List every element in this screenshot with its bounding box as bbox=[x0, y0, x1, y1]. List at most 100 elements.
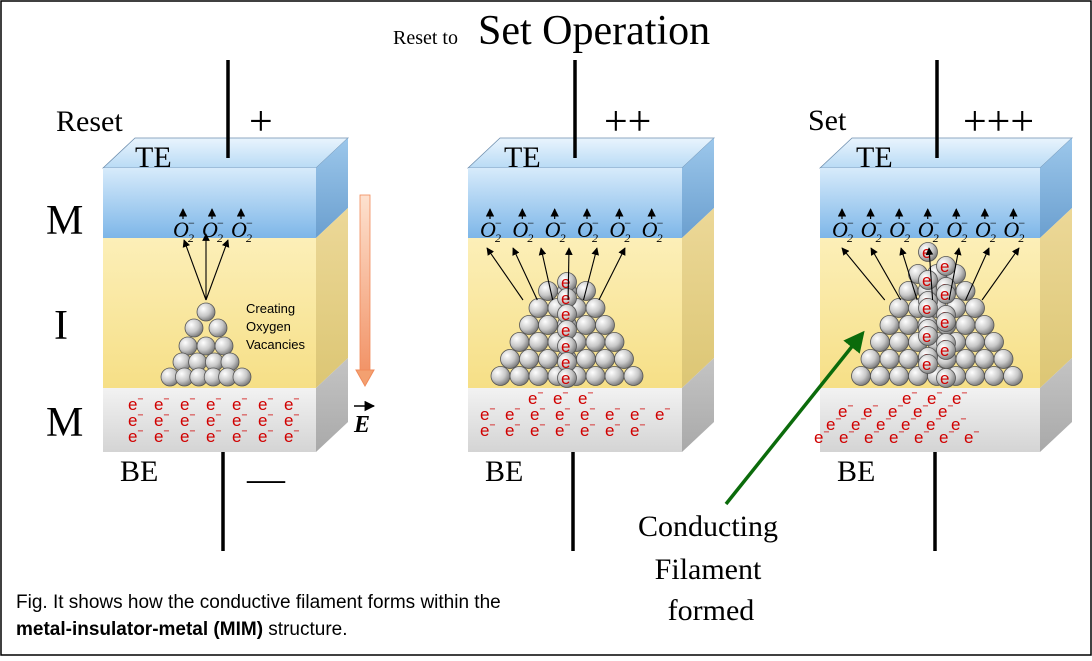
filament-ball bbox=[918, 326, 938, 346]
oxygen-ion: O bbox=[975, 217, 991, 242]
electron-charge: − bbox=[835, 413, 841, 425]
electron: e bbox=[876, 415, 885, 434]
electron-charge: − bbox=[189, 425, 195, 437]
electron: e bbox=[555, 421, 564, 440]
callout-line-2: Filament bbox=[655, 553, 762, 586]
oxygen-vacancy bbox=[898, 281, 919, 301]
oxygen-ion-charge: − bbox=[217, 216, 224, 230]
oxygen-ion-charge: − bbox=[657, 216, 664, 230]
electron: e bbox=[180, 395, 189, 414]
electron: e bbox=[505, 405, 514, 424]
ion-drift-arrow bbox=[925, 247, 934, 301]
electron: e bbox=[902, 389, 911, 408]
oxygen-vacancy bbox=[528, 332, 549, 352]
oxygen-vacancy bbox=[519, 349, 539, 369]
oxygen-vacancy bbox=[490, 366, 511, 386]
insulator-side bbox=[316, 208, 348, 388]
electron-charge: − bbox=[948, 426, 954, 438]
oxygen-vacancy bbox=[538, 315, 558, 335]
oxygen-vacancy bbox=[974, 315, 995, 335]
electron: e bbox=[838, 402, 847, 421]
electron-charge: − bbox=[489, 403, 495, 415]
oxygen-vacancy bbox=[851, 366, 871, 386]
filament-ball bbox=[918, 270, 938, 290]
electron: e bbox=[888, 402, 897, 421]
filament-electron: e bbox=[561, 273, 570, 292]
oxygen-ion-charge: − bbox=[847, 216, 854, 230]
electron-charge: − bbox=[163, 409, 169, 421]
electron: e bbox=[258, 411, 267, 430]
electron-charge: − bbox=[189, 393, 195, 405]
oxygen-vacancy bbox=[184, 318, 204, 338]
top-electrode-side bbox=[316, 138, 348, 238]
oxygen-vacancy bbox=[232, 367, 252, 387]
filament-ball bbox=[936, 312, 956, 332]
electron: e bbox=[232, 427, 241, 446]
ion-drift-arrow bbox=[565, 247, 573, 301]
oxygen-ion-subscript: 2 bbox=[188, 231, 194, 245]
oxygen-vacancy bbox=[879, 349, 900, 369]
bottom-electrode-label: BE bbox=[837, 455, 875, 488]
top-electrode-label: TE bbox=[135, 141, 172, 174]
top-electrode-label: TE bbox=[856, 141, 893, 174]
ion-drift-arrow bbox=[870, 247, 902, 301]
oxygen-vacancy bbox=[178, 336, 198, 356]
oxygen-ion-subscript: 2 bbox=[624, 231, 630, 245]
electron: e bbox=[939, 428, 948, 447]
vacancy-note-line: Oxygen bbox=[246, 319, 291, 334]
oxygen-vacancy bbox=[965, 366, 985, 386]
electron: e bbox=[578, 389, 587, 408]
filament-ball bbox=[918, 354, 938, 374]
electron: e bbox=[630, 421, 639, 440]
oxygen-vacancy bbox=[214, 336, 234, 356]
ion-drift-arrow bbox=[948, 247, 962, 301]
electron-charge: − bbox=[936, 387, 942, 399]
filament-electron: e bbox=[922, 355, 931, 374]
electron-charge: − bbox=[489, 419, 495, 431]
row-label-top-metal: M bbox=[46, 198, 83, 244]
oxygen-vacancy bbox=[870, 332, 890, 352]
oxygen-ion: O bbox=[832, 217, 848, 242]
top-electrode-label: TE bbox=[504, 141, 541, 174]
vacancy-note-line: Vacancies bbox=[246, 337, 306, 352]
oxygen-vacancy bbox=[955, 315, 976, 335]
oxygen-vacancy bbox=[879, 315, 900, 335]
oxygen-vacancy bbox=[870, 366, 890, 386]
oxygen-ion-charge: − bbox=[933, 216, 940, 230]
electron-charge: − bbox=[898, 426, 904, 438]
oxygen-vacancy bbox=[576, 349, 596, 369]
state-label: Set bbox=[808, 104, 847, 137]
oxygen-ion: O bbox=[231, 217, 247, 242]
electron: e bbox=[901, 415, 910, 434]
electron: e bbox=[258, 395, 267, 414]
oxygen-vacancy bbox=[585, 366, 606, 386]
electron-charge: − bbox=[885, 413, 891, 425]
oxygen-vacancy bbox=[509, 332, 530, 352]
bottom-electrode-side bbox=[682, 358, 714, 452]
callout-line-1: Conducting bbox=[638, 510, 778, 543]
oxygen-ion-charge: − bbox=[876, 216, 883, 230]
electron-charge: − bbox=[215, 409, 221, 421]
oxygen-ion: O bbox=[1003, 217, 1019, 242]
oxygen-vacancy bbox=[538, 349, 558, 369]
electron-charge: − bbox=[847, 400, 853, 412]
insulator-side bbox=[682, 208, 714, 388]
field-arrow-head bbox=[355, 369, 375, 388]
electron-charge: − bbox=[872, 400, 878, 412]
filament-ball bbox=[918, 298, 938, 318]
ion-drift-arrow bbox=[182, 239, 207, 301]
row-label-bottom-metal: M bbox=[46, 400, 83, 446]
electron: e bbox=[480, 421, 489, 440]
insulator-side bbox=[1040, 208, 1072, 388]
electron-charge: − bbox=[539, 403, 545, 415]
oxygen-ion-subscript: 2 bbox=[495, 231, 501, 245]
oxygen-vacancy bbox=[614, 349, 634, 369]
oxygen-vacancy bbox=[196, 302, 216, 322]
oxygen-vacancy bbox=[196, 336, 216, 356]
electron-charge: − bbox=[137, 393, 143, 405]
oxygen-ion-charge: − bbox=[1018, 216, 1025, 230]
filament-electron: e bbox=[561, 289, 570, 308]
